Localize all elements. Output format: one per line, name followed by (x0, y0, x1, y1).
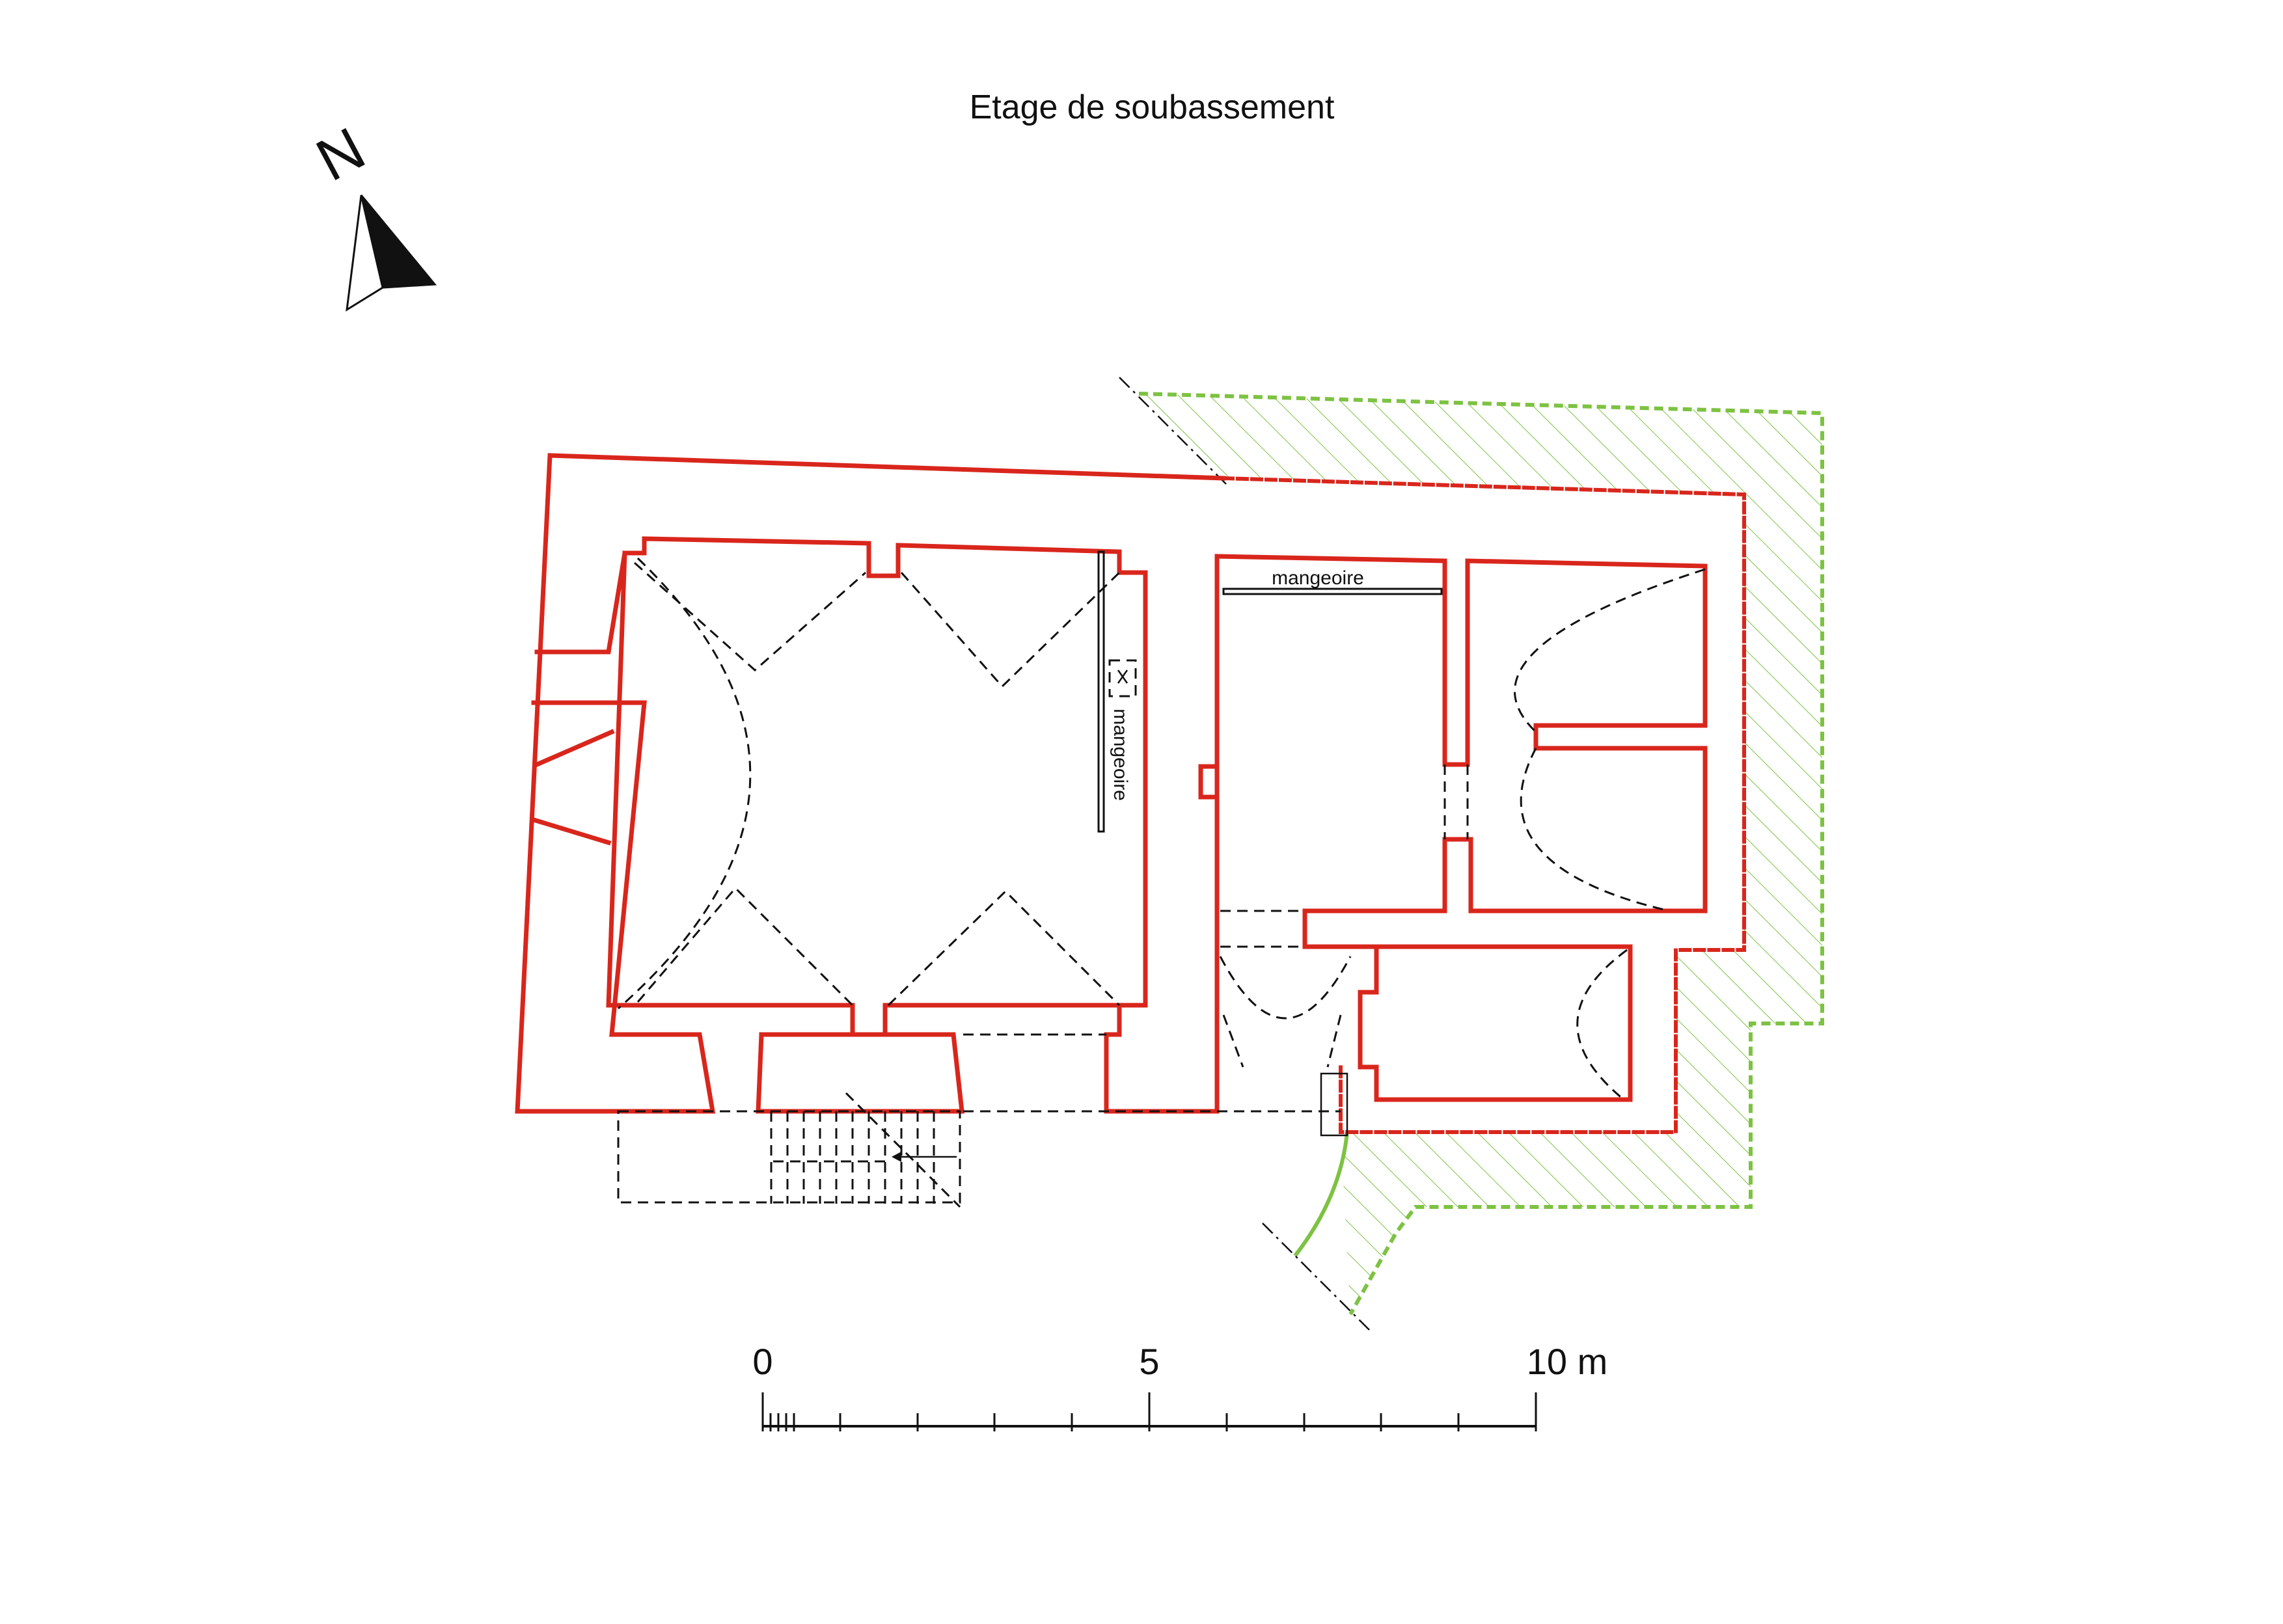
wall-west-window-notch-2 (534, 729, 615, 768)
manger-west-post (1108, 659, 1137, 697)
staircase (617, 1092, 961, 1208)
buried-earth-zone (1119, 377, 1824, 1331)
vault-groin-sw (636, 886, 854, 1007)
vault-arc-southeast (1576, 949, 1628, 1101)
scale-label-10m: 10 m (1527, 1341, 1608, 1382)
scale-label-5: 5 (1139, 1341, 1159, 1382)
scale-label-0: 0 (752, 1341, 772, 1382)
earth-boundary-line (1138, 392, 1824, 1316)
south-threshold-lines (963, 1033, 1341, 1113)
manger-label-west: mangeoire (1110, 709, 1131, 801)
vault-arc-west (618, 557, 752, 1010)
wall-west-window-notch (530, 817, 612, 846)
earth-hatch-area (1139, 394, 1822, 1314)
stair-diagonal (845, 1092, 961, 1208)
manger-east-trough (1222, 588, 1443, 595)
walls (515, 453, 1746, 1134)
vault-groin-se (887, 889, 1121, 1007)
vault-groin-ne (900, 571, 1121, 688)
manger-west-trough (1097, 550, 1105, 833)
plan-title: Etage de soubassement (970, 88, 1335, 126)
manger-label-east: mangeoire (1272, 567, 1364, 589)
corridor-lines (1220, 765, 1469, 1068)
cut-line-bottom (1262, 1223, 1371, 1331)
scale-bar: 0 5 10 m (752, 1341, 1607, 1431)
vault-arc-east-lower (1520, 748, 1670, 912)
cut-line-top (1119, 377, 1227, 485)
door-frame (1320, 1072, 1348, 1137)
wall-east-outer-dashed (1221, 476, 1746, 1134)
wall-east-stub (1198, 764, 1220, 800)
stair-landing (617, 1110, 961, 1204)
door-swing-arc (1293, 1131, 1349, 1257)
wall-inner-south (606, 550, 1122, 1037)
vault-arc-east (1514, 568, 1706, 733)
north-label: N (306, 115, 376, 194)
wall-west-outer (515, 453, 1470, 1114)
manger-west-cross-2 (1117, 670, 1128, 684)
vault-lines (618, 557, 1706, 1113)
scale-bar-ticks (761, 1392, 1537, 1431)
north-arrow-icon: N (306, 115, 437, 312)
vault-arc-corridor (1219, 956, 1352, 1020)
wall-south-openings (756, 1032, 964, 1114)
mangers (1097, 550, 1443, 833)
vault-groin-nw (634, 562, 866, 672)
wall-east-block (1302, 558, 1708, 1102)
